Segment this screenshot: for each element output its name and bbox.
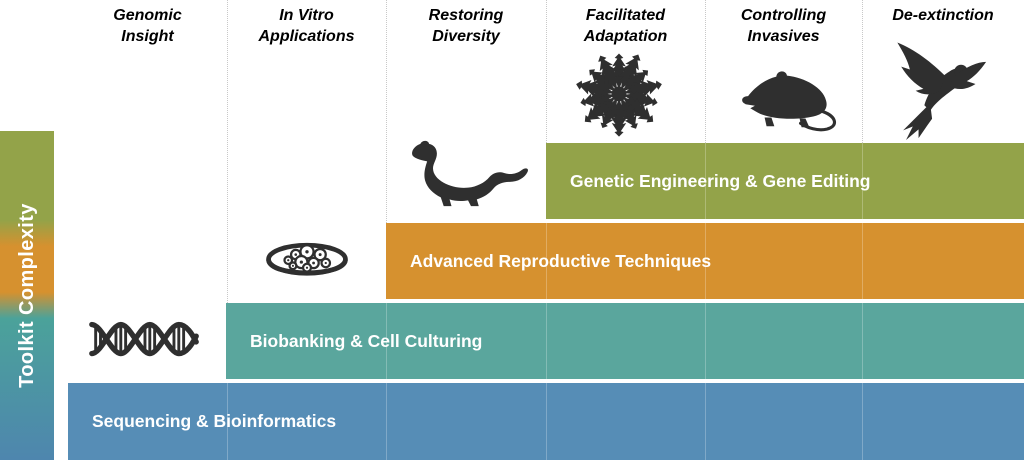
bar-advanced-reproductive-techniques: Advanced Reproductive Techniques (386, 223, 1024, 299)
header-line: De-extinction (892, 7, 994, 24)
inbar-separator-3 (546, 223, 547, 460)
starfish-icon (568, 50, 670, 138)
dna-icon (86, 314, 202, 366)
bar-biobanking-cell-culturing: Biobanking & Cell Culturing (226, 303, 1024, 379)
bar-label: Genetic Engineering & Gene Editing (570, 170, 871, 191)
toolkit-complexity-axis: Toolkit Complexity (0, 131, 54, 460)
bar-label: Sequencing & Bioinformatics (92, 411, 337, 431)
axis-label: Toolkit Complexity (15, 203, 38, 388)
inbar-separator-5 (862, 143, 863, 460)
rat-icon (734, 64, 838, 134)
header-line: In Vitro (279, 7, 334, 24)
ferret-icon (406, 138, 534, 212)
bar-label: Biobanking & Cell Culturing (250, 330, 483, 351)
header-line: Diversity (432, 28, 500, 45)
column-header-genomic-insight: Genomic Insight (68, 5, 227, 47)
bar-genetic-engineering: Genetic Engineering & Gene Editing (546, 143, 1024, 219)
column-separator-5 (862, 0, 863, 143)
column-separator-1 (227, 0, 228, 303)
column-separator-2 (386, 0, 387, 223)
header-line: Insight (121, 28, 174, 45)
column-header-in-vitro-applications: In Vitro Applications (227, 5, 386, 47)
header-line: Applications (258, 28, 355, 45)
inbar-separator-4 (705, 143, 706, 460)
header-line: Controlling (740, 7, 827, 24)
column-separator-3 (546, 0, 547, 143)
header-line: Genomic (113, 7, 182, 24)
header-line: Restoring (428, 7, 504, 24)
bar-label: Advanced Reproductive Techniques (410, 250, 712, 271)
column-header-restoring-diversity: Restoring Diversity (386, 5, 546, 47)
header-line: Invasives (747, 28, 820, 45)
bar-sequencing-bioinformatics: Sequencing & Bioinformatics (68, 383, 1024, 460)
petri-dish-icon (262, 234, 352, 292)
header-line: Adaptation (583, 28, 668, 45)
column-header-facilitated-adaptation: Facilitated Adaptation (546, 5, 705, 47)
column-separator-4 (705, 0, 706, 143)
inbar-separator-2 (386, 303, 387, 460)
header-line: Facilitated (585, 7, 666, 24)
flying-pigeon-icon (876, 30, 992, 140)
column-header-de-extinction: De-extinction (862, 5, 1024, 26)
inbar-separator-1 (227, 383, 228, 460)
column-header-controlling-invasives: Controlling Invasives (705, 5, 862, 47)
